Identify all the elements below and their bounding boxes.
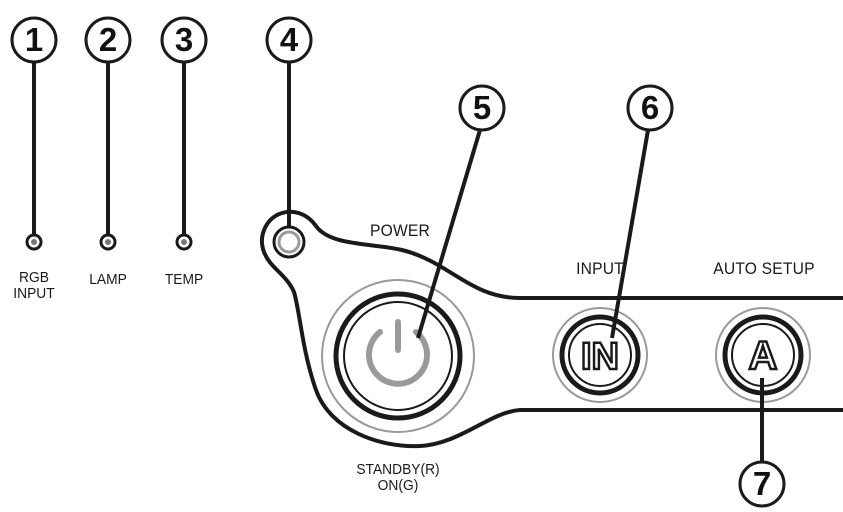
callout-circle-6 [626,84,674,132]
lamp-label: LAMP [89,271,127,288]
callout-number-3: 3 [174,21,194,58]
callout-number-2: 2 [98,21,118,58]
temp-label: TEMP [164,271,204,288]
auto-setup-label: AUTO SETUP [713,259,815,278]
callout-circle-7 [738,460,786,508]
callout-circle-4 [265,16,313,64]
lamp-led [99,233,117,251]
callout-circle-1 [10,16,58,64]
callout-circle-3 [160,16,208,64]
callout-number-4: 4 [279,21,299,58]
temp-led [175,233,193,251]
power-status-line1: STANDBY(R) [356,461,440,478]
rgb-input-led [25,233,43,251]
input-button: IN [552,307,648,403]
callout-number-5: 5 [472,89,492,126]
auto-setup-button-glyph: A [749,334,778,378]
power-symbol-icon [366,329,430,387]
power-indicator-led [272,225,306,259]
panel-outline [260,209,843,449]
callout-number-7: 7 [752,465,772,502]
rgb-input-label-line1: RGB [19,269,49,286]
power-status-label: STANDBY(R) ON(G) [341,462,455,494]
callout-number-6: 6 [640,89,660,126]
power-status-line2: ON(G) [377,477,419,494]
power-label: POWER [369,221,431,240]
power-button [321,279,475,433]
leader-line-5 [416,129,482,339]
rgb-input-label-line2: INPUT [13,285,55,302]
callout-number-1: 1 [24,21,44,58]
callout-circle-2 [84,16,132,64]
input-label: INPUT [576,259,624,278]
leader-line-6 [610,129,650,339]
callout-circle-5 [458,84,506,132]
rgb-input-label: RGB INPUT [6,270,61,302]
input-button-glyph: IN [581,336,619,378]
